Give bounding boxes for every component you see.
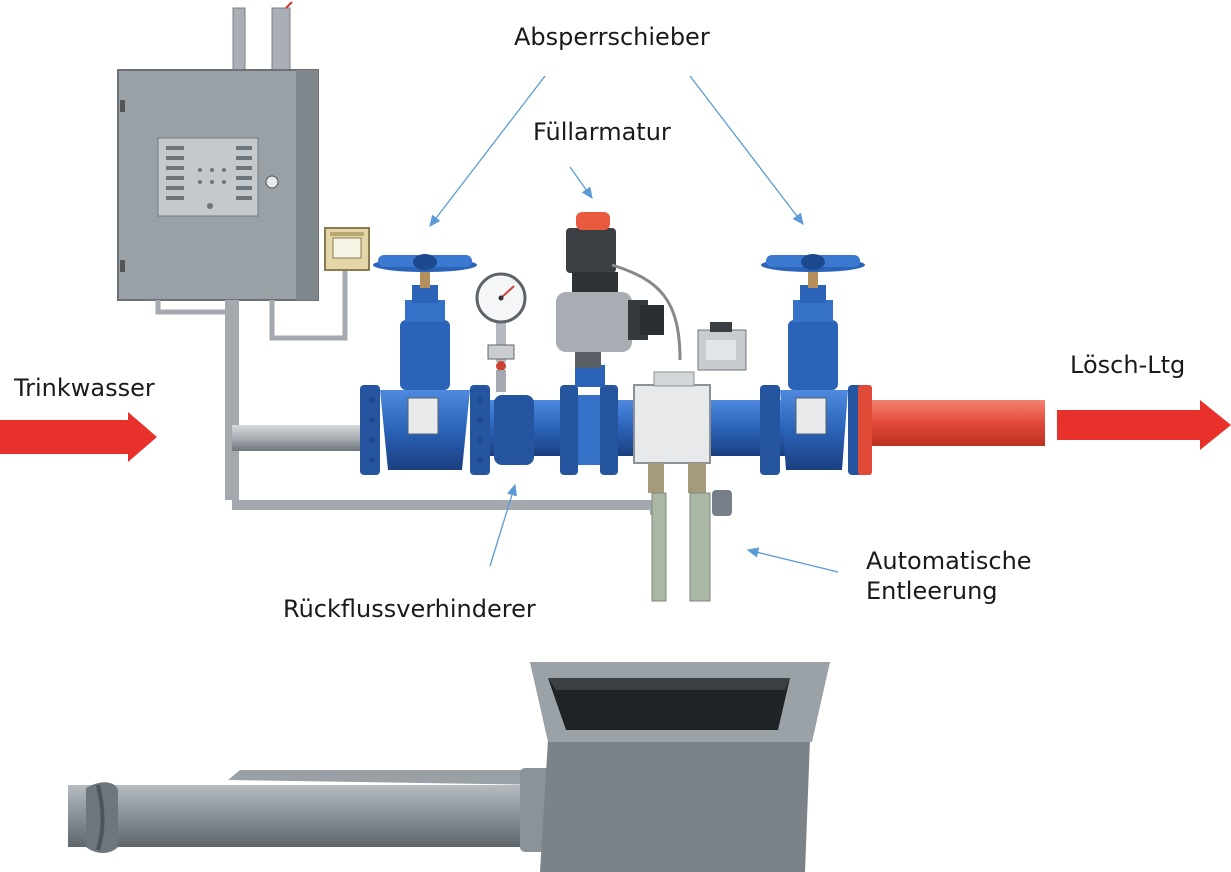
control-cabinet bbox=[117, 1, 660, 515]
pointer-entleerung bbox=[746, 547, 839, 573]
pointer-rueckflussverhinderer bbox=[489, 483, 517, 567]
pointer-absperrschieber-left bbox=[429, 75, 546, 228]
gate-valve-right bbox=[760, 254, 872, 475]
pressure-gauge bbox=[475, 272, 527, 392]
outflow-arrow bbox=[1057, 400, 1231, 450]
inflow-arrow bbox=[0, 412, 157, 462]
drain-control-box bbox=[633, 322, 747, 602]
drain-funnel bbox=[68, 662, 830, 872]
pointer-fuellarmatur bbox=[569, 166, 593, 200]
label-loesch-ltg: Lösch-Ltg bbox=[1070, 351, 1186, 379]
pointer-absperrschieber-right bbox=[689, 75, 804, 226]
label-automatische-line1: Automatische bbox=[866, 547, 1032, 575]
gate-valve-left bbox=[360, 254, 490, 475]
check-valve bbox=[494, 365, 618, 475]
fill-valve-actuator bbox=[556, 212, 682, 368]
label-trinkwasser: Trinkwasser bbox=[14, 374, 155, 402]
label-absperrschieber: Absperrschieber bbox=[514, 23, 710, 51]
label-rueckflussverhinderer: Rückflussverhinderer bbox=[283, 595, 536, 623]
label-automatische-entleerung: Automatische Entleerung bbox=[866, 546, 1032, 606]
label-automatische-line2: Entleerung bbox=[866, 577, 998, 605]
label-fuellarmatur: Füllarmatur bbox=[533, 118, 671, 146]
pointer-arrows bbox=[429, 75, 839, 573]
